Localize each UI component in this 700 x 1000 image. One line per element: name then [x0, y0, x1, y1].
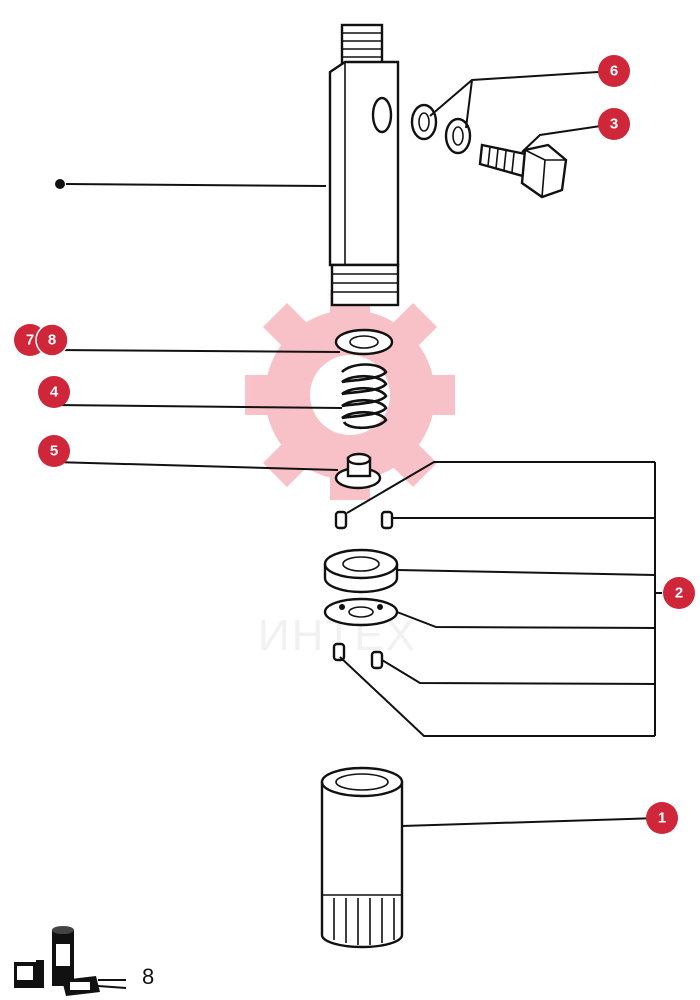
svg-text:1: 1 [658, 810, 666, 827]
tool-box-icon [14, 960, 44, 988]
seal-ring-part [334, 328, 394, 356]
callout-4: 4 [38, 376, 70, 408]
gear-icon [245, 290, 455, 500]
callout-8: 8 [35, 323, 69, 357]
callout-3: 3 [598, 108, 630, 140]
spacer-ring-part [323, 548, 399, 594]
nozzle-body-part [328, 23, 400, 307]
svg-text:4: 4 [50, 384, 59, 401]
page-number: 8 [142, 964, 154, 989]
pointer-dot [55, 179, 65, 189]
callout-1: 1 [646, 802, 678, 834]
pins-upper-part [334, 510, 394, 530]
svg-text:5: 5 [50, 443, 58, 460]
tool-canister-icon [52, 926, 74, 986]
callout-5: 5 [38, 435, 70, 467]
disc-part [323, 597, 399, 627]
svg-text:3: 3 [610, 116, 618, 133]
tool-icons [14, 926, 127, 996]
svg-text:2: 2 [675, 585, 683, 602]
bolt-part [478, 143, 568, 199]
valve-part [334, 452, 382, 490]
spring-part [341, 363, 388, 430]
callout-2: 2 [663, 577, 695, 609]
callout-6: 6 [598, 55, 630, 87]
pins-lower-part [332, 642, 384, 670]
tool-tray-icon [62, 976, 127, 996]
svg-text:6: 6 [610, 63, 618, 80]
leader-lines [53, 70, 662, 827]
svg-text:8: 8 [48, 332, 56, 349]
svg-text:7: 7 [26, 332, 34, 349]
cap-nut-part [320, 766, 404, 949]
washer-pair-part [410, 103, 472, 155]
